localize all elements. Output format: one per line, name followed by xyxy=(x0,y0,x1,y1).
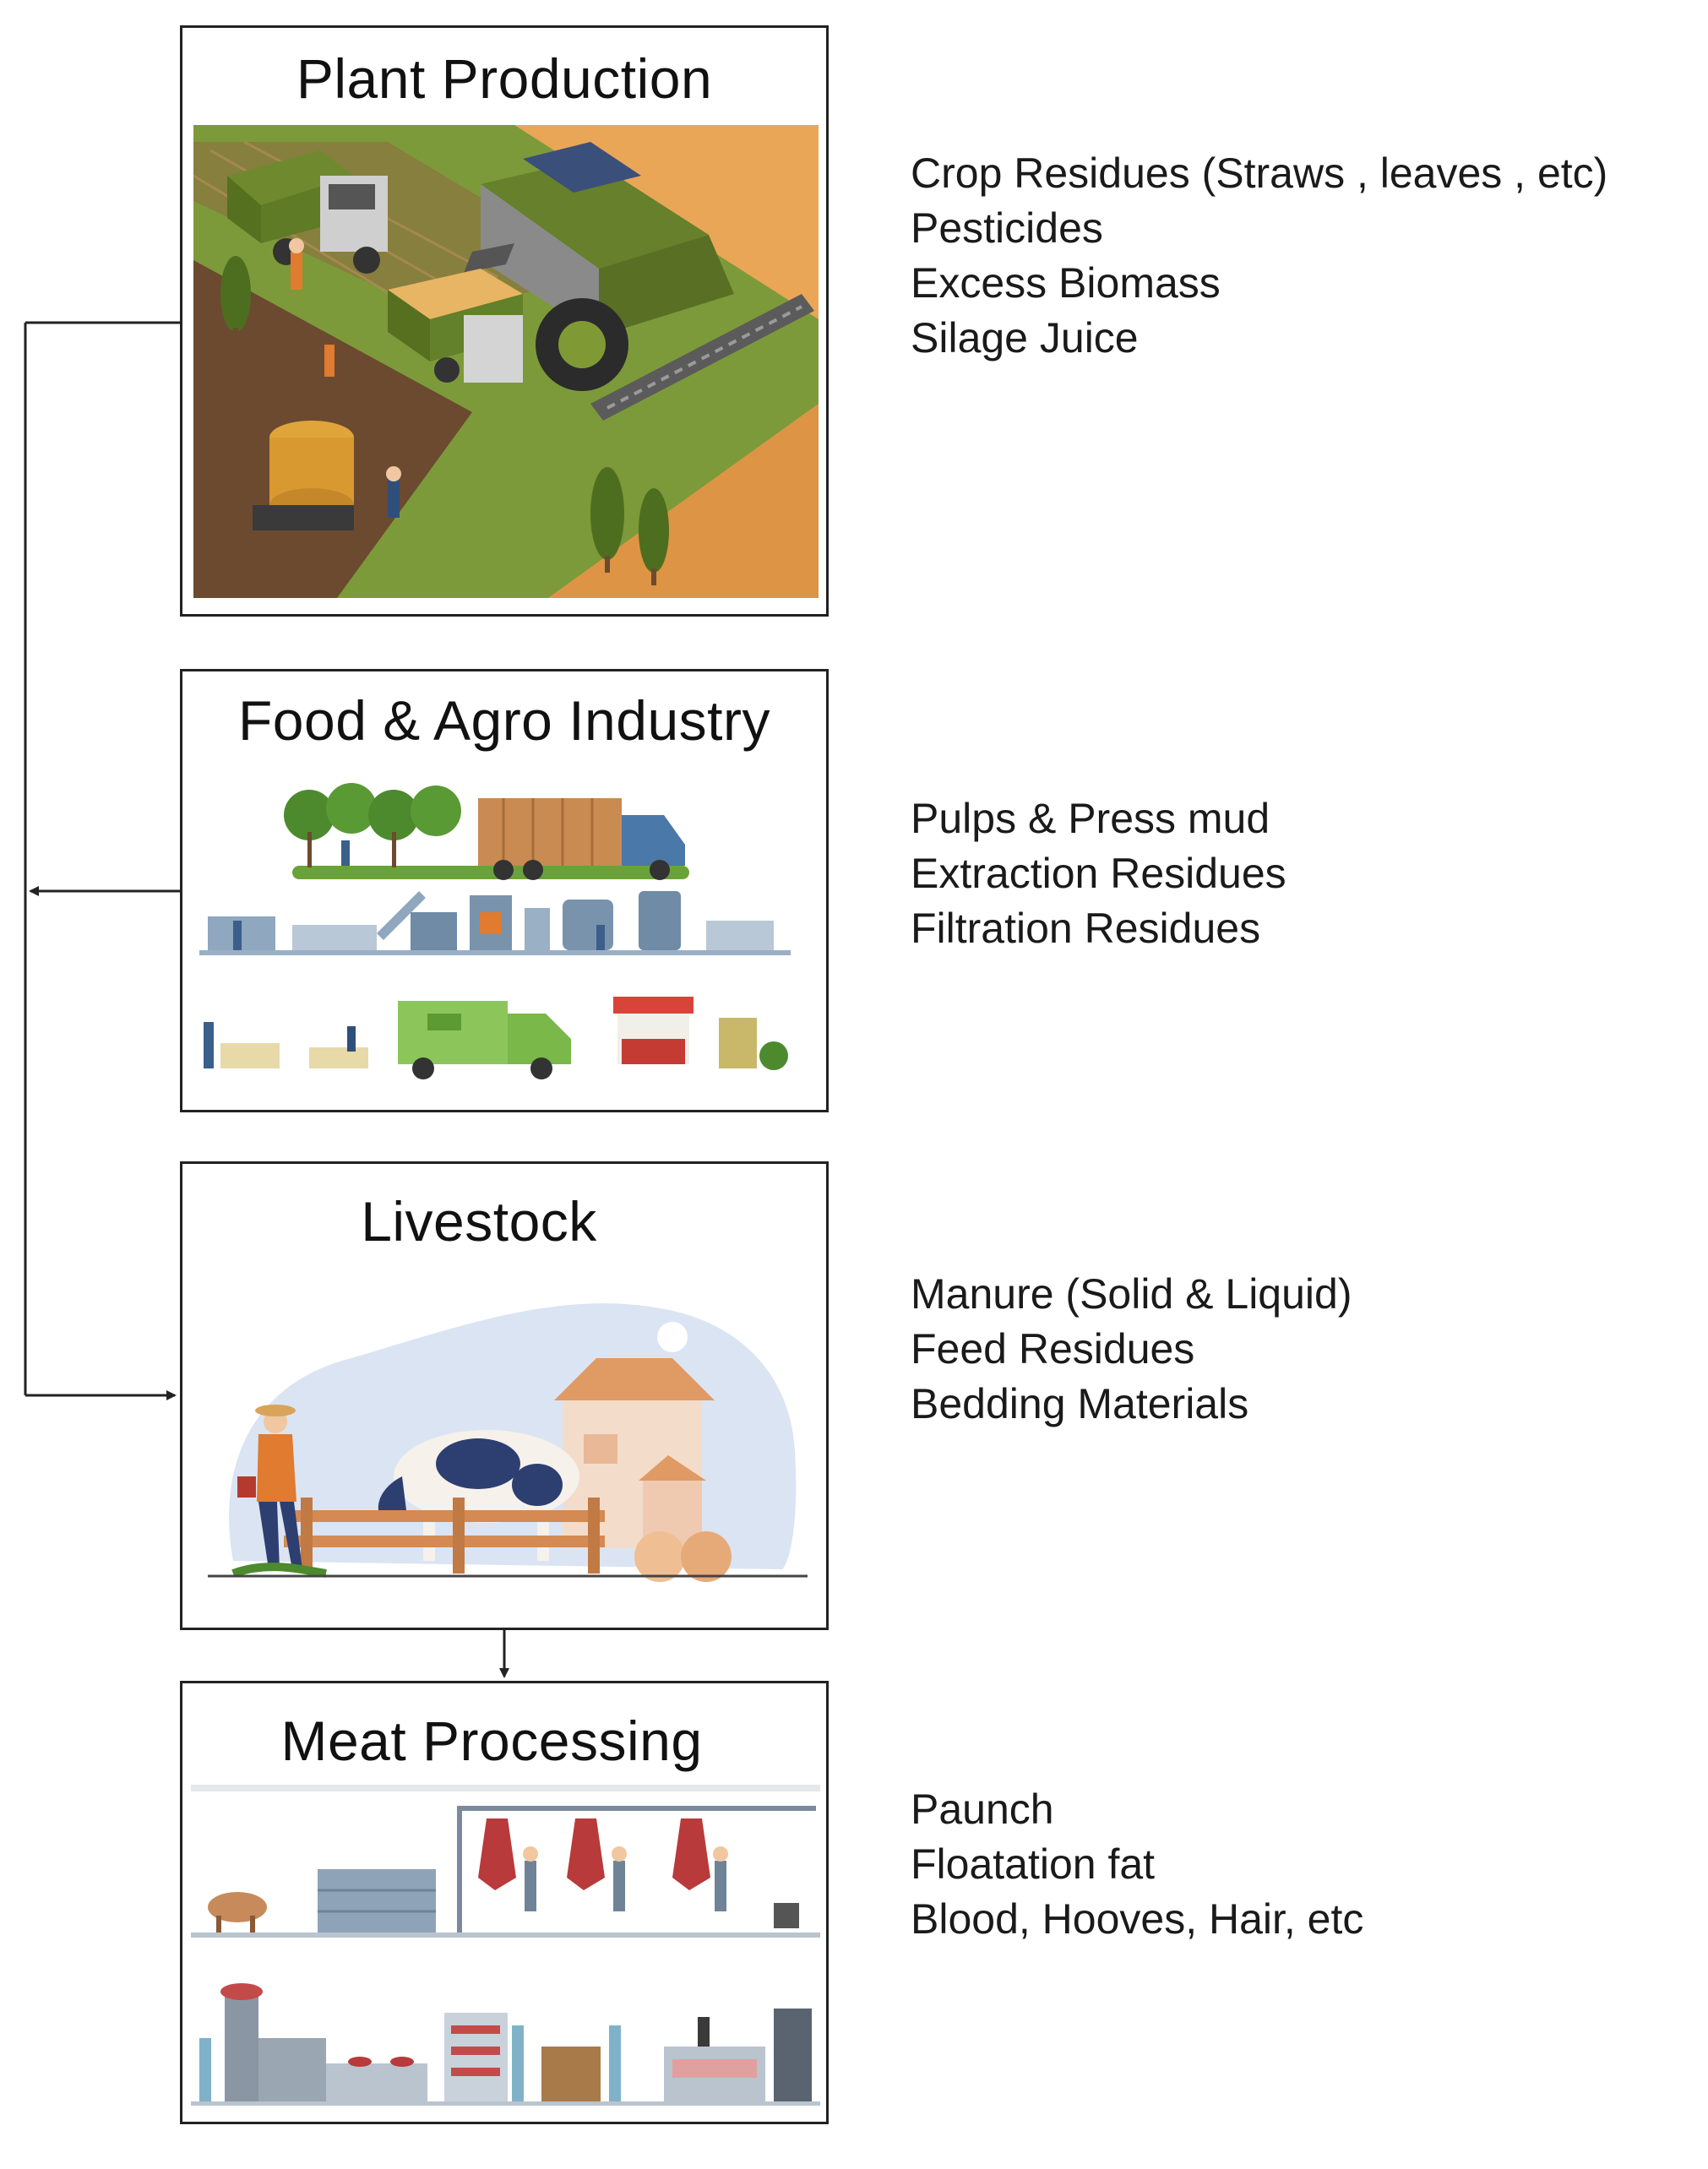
output-item: Filtration Residues xyxy=(911,905,1261,952)
output-item: Feed Residues xyxy=(911,1325,1195,1373)
meat-processing-outputs: Paunch Floatation fat Blood, Hooves, Hai… xyxy=(911,1782,1363,1947)
livestock-title: Livestock xyxy=(361,1190,597,1253)
output-item: Silage Juice xyxy=(911,314,1139,362)
output-item: Crop Residues (Straws , leaves , etc) xyxy=(911,149,1608,197)
output-item: Blood, Hooves, Hair, etc xyxy=(911,1895,1364,1943)
output-item: Paunch xyxy=(911,1786,1054,1833)
meat-processing-illustration xyxy=(191,1785,820,2106)
meat-processing-box: Meat Processing xyxy=(180,1681,829,2124)
plant-production-box: Plant Production xyxy=(180,25,829,617)
food-agro-industry-title: Food & Agro Industry xyxy=(237,689,770,752)
output-item: Floatation fat xyxy=(911,1840,1156,1888)
output-item: Pesticides xyxy=(911,204,1103,252)
food-agro-industry-illustration xyxy=(199,783,791,1079)
food-agro-industry-box: Food & Agro Industry xyxy=(180,669,829,1112)
output-item: Excess Biomass xyxy=(911,259,1221,307)
livestock-illustration xyxy=(208,1303,808,1582)
food-agro-industry-outputs: Pulps & Press mud Extraction Residues Fi… xyxy=(911,791,1286,956)
output-item: Manure (Solid & Liquid) xyxy=(911,1270,1352,1318)
output-item: Bedding Materials xyxy=(911,1380,1249,1427)
livestock-box: Livestock xyxy=(180,1161,829,1630)
plant-production-illustration xyxy=(193,125,819,598)
livestock-outputs: Manure (Solid & Liquid) Feed Residues Be… xyxy=(911,1267,1352,1432)
meat-processing-title: Meat Processing xyxy=(280,1710,703,1772)
output-item: Pulps & Press mud xyxy=(911,795,1270,842)
plant-production-outputs: Crop Residues (Straws , leaves , etc) Pe… xyxy=(911,146,1607,366)
plant-production-title: Plant Production xyxy=(296,47,713,110)
output-item: Extraction Residues xyxy=(911,850,1286,897)
